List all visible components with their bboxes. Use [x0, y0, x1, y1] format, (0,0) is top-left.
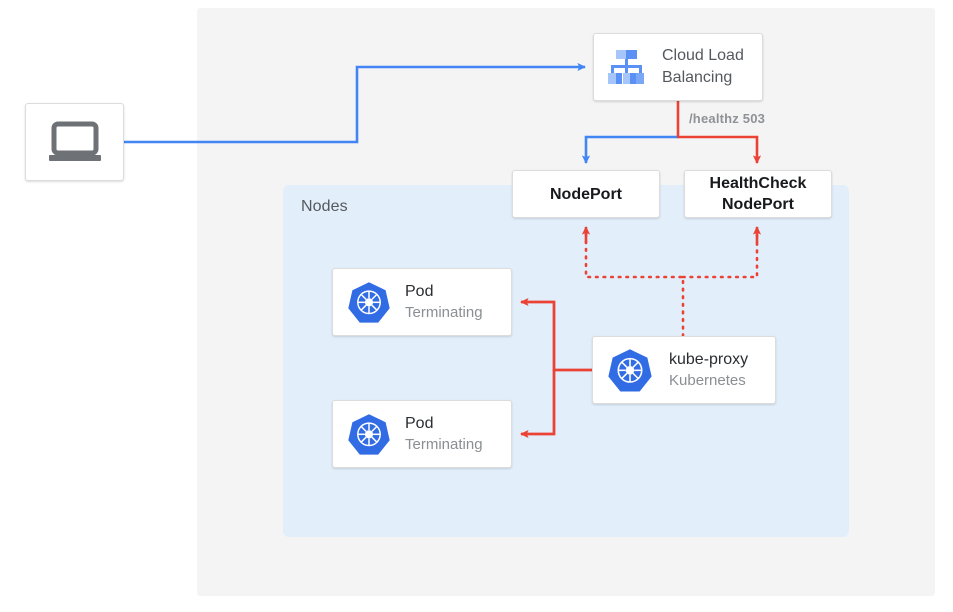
cloud-load-balancing-node[interactable]: Cloud Load Balancing	[593, 33, 763, 101]
kubernetes-icon	[347, 412, 391, 456]
pod-label-1: Pod Terminating	[405, 281, 483, 323]
client-node[interactable]	[25, 103, 124, 181]
cloud-load-balancing-label: Cloud Load Balancing	[662, 45, 744, 89]
nodes-region-label: Nodes	[301, 198, 348, 215]
pod-node-2[interactable]: Pod Terminating	[332, 400, 512, 468]
healthcheck-nodeport-node[interactable]: HealthCheck NodePort	[684, 170, 832, 218]
cloud-load-balancing-line2: Balancing	[662, 69, 733, 86]
laptop-icon	[48, 121, 102, 163]
healthcheck-nodeport-line1: HealthCheck	[709, 175, 807, 192]
kubernetes-icon	[347, 280, 391, 324]
healthcheck-nodeport-line2: NodePort	[721, 196, 794, 213]
kube-proxy-subtitle: Kubernetes	[669, 372, 746, 389]
pod-subtitle-1: Terminating	[405, 304, 483, 321]
pod-subtitle-2: Terminating	[405, 436, 483, 453]
nodeport-node[interactable]: NodePort	[512, 170, 660, 218]
pod-label-2: Pod Terminating	[405, 413, 483, 455]
nodeport-label: NodePort	[550, 185, 622, 203]
pod-title-2: Pod	[405, 415, 434, 432]
pod-title-1: Pod	[405, 283, 434, 300]
cloud-load-balancing-icon	[604, 45, 648, 89]
healthz-edge-label: /healthz 503	[689, 111, 766, 126]
healthcheck-nodeport-label: HealthCheck NodePort	[710, 173, 807, 215]
kubernetes-icon	[607, 347, 653, 393]
kube-proxy-node[interactable]: kube-proxy Kubernetes	[592, 336, 776, 404]
cloud-load-balancing-line1: Cloud Load	[662, 47, 744, 64]
kube-proxy-label: kube-proxy Kubernetes	[669, 349, 748, 391]
kube-proxy-title: kube-proxy	[669, 351, 749, 368]
pod-node-1[interactable]: Pod Terminating	[332, 268, 512, 336]
